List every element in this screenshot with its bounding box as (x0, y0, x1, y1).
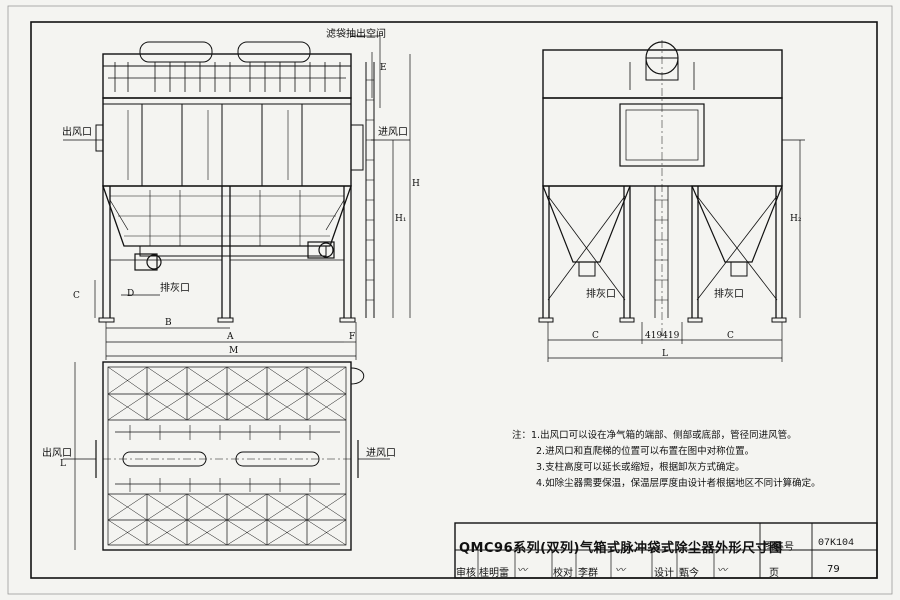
dim-B: B (165, 318, 172, 328)
checker-signature: 〰 (615, 565, 625, 576)
dim-H2: H₂ (790, 214, 802, 224)
designer-name: 甄今 (679, 568, 699, 579)
label-bag-extraction-space: 滤袋抽出空间 (326, 29, 386, 40)
plan-view (63, 361, 390, 551)
dim-C-side-right: C (727, 331, 734, 341)
label-inlet-plan: 进风口 (366, 448, 396, 459)
note-line: 4.如除尘器需要保温，保温层厚度由设计者根据地区不同计算确定。 (536, 478, 821, 489)
note-line: 3.支柱高度可以延长或缩短，根据卸灰方式确定。 (536, 462, 745, 473)
dim-L-side: L (662, 349, 668, 359)
note-line: 2.进风口和直爬梯的位置可以布置在图中对称位置。 (536, 446, 755, 457)
check-label: 校对 (553, 568, 573, 579)
dim-L-plan: L (60, 459, 66, 469)
label-ash-outlet-front: 排灰口 (160, 283, 190, 294)
dim-center-gap: 419419 (645, 331, 680, 341)
label-ash-outlet-side-left: 排灰口 (586, 289, 616, 300)
page-number: 79 (827, 564, 840, 575)
title-block-frame (454, 522, 878, 579)
dim-C-side-left: C (592, 331, 599, 341)
front-dimension-lines (63, 52, 411, 360)
side-dimension-lines (547, 139, 805, 362)
designer-signature: 〰 (717, 565, 727, 576)
dim-D: D (127, 289, 135, 299)
dim-H: H (412, 179, 420, 189)
atlas-number: 07K104 (818, 538, 855, 549)
drawing-title: QMC96系列(双列)气箱式脉冲袋式除尘器外形尺寸图 (459, 541, 783, 556)
dim-F: F (349, 332, 356, 342)
inner-border (30, 21, 878, 579)
label-outlet-front: 出风口 (62, 127, 92, 138)
label-ash-outlet-side-right: 排灰口 (714, 289, 744, 300)
dim-A: A (227, 332, 234, 342)
label-outlet-plan: 出风口 (42, 448, 72, 459)
side-elevation (538, 40, 787, 340)
outer-border (7, 5, 893, 595)
label-inlet-front: 进风口 (378, 127, 408, 138)
page-label: 页 (769, 568, 779, 579)
note-line: 注：1.出风口可以设在净气箱的端部、侧部或底部，管径同进风管。 (512, 430, 797, 441)
title-block: QMC96系列(双列)气箱式脉冲袋式除尘器外形尺寸图 图集号 07K104 审核… (455, 523, 875, 579)
notes-block: 注：1.出风口可以设在净气箱的端部、侧部或底部，管径同进风管。 2.进风口和直爬… (512, 428, 872, 492)
checker-name: 李群 (578, 568, 598, 579)
dim-E: E (380, 63, 387, 73)
dim-C-front: C (73, 291, 80, 301)
design-label: 设计 (654, 568, 674, 579)
front-elevation (95, 35, 381, 323)
dim-M: M (229, 346, 239, 356)
reviewer-signature: 〰 (517, 565, 527, 576)
reviewer-name: 桂明雷 (479, 568, 509, 579)
atlas-number-label: 图集号 (764, 542, 794, 553)
dim-H1: H₁ (395, 214, 407, 224)
review-label: 审核 (456, 568, 476, 579)
